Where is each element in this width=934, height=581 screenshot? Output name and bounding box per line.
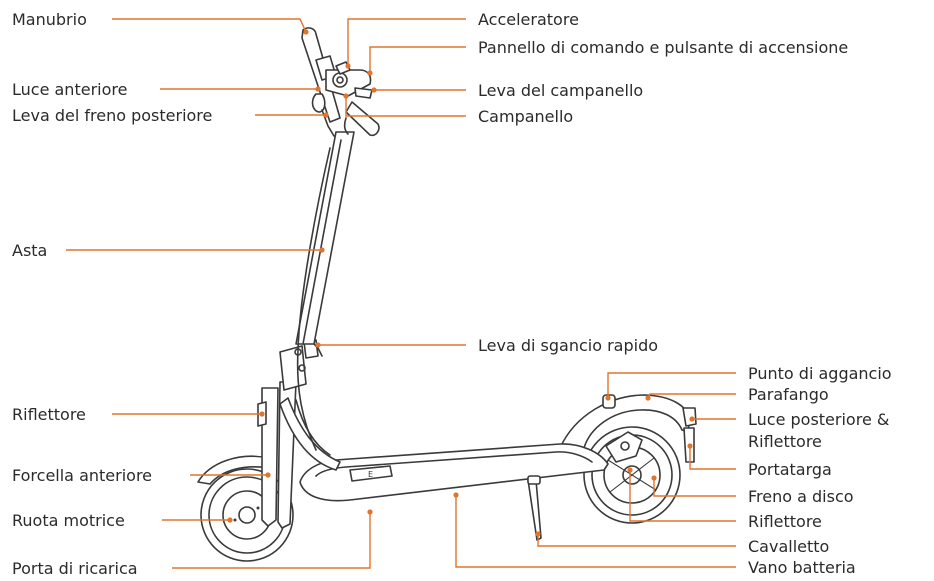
label-punto-aggancio: Punto di aggancio <box>748 364 892 383</box>
label-luce-posteriore-1: Luce posteriore & <box>748 410 889 429</box>
label-acceleratore: Acceleratore <box>478 10 579 29</box>
label-leva-freno-posteriore: Leva del freno posteriore <box>12 106 212 125</box>
disc-brake <box>605 431 643 463</box>
rear-light <box>682 407 697 427</box>
label-campanello: Campanello <box>478 107 573 126</box>
label-forcella-anteriore: Forcella anteriore <box>12 466 152 485</box>
deck: E <box>299 443 609 502</box>
label-parafango: Parafango <box>748 385 829 404</box>
rear-fender <box>559 394 697 463</box>
folding-collar <box>279 339 323 391</box>
neck <box>279 397 341 471</box>
leader-lines <box>66 18 736 569</box>
scooter-illustration: E <box>197 27 697 562</box>
handlebar-assembly <box>301 27 380 137</box>
label-leva-campanello: Leva del campanello <box>478 81 643 100</box>
kickstand <box>527 475 542 541</box>
label-portatarga: Portatarga <box>748 460 832 479</box>
label-cavalletto: Cavalletto <box>748 537 829 556</box>
label-luce-posteriore-2: Riflettore <box>748 432 822 451</box>
label-freno-disco: Freno a disco <box>748 487 854 506</box>
label-leva-sgancio: Leva di sgancio rapido <box>478 336 658 355</box>
label-ruota-motrice: Ruota motrice <box>12 511 125 530</box>
label-asta: Asta <box>12 241 47 260</box>
label-riflettore-anteriore: Riflettore <box>12 405 86 424</box>
label-luce-anteriore: Luce anteriore <box>12 80 127 99</box>
label-manubrio: Manubrio <box>12 10 87 29</box>
label-porta-ricarica: Porta di ricarica <box>12 559 138 578</box>
label-riflettore-posteriore: Riflettore <box>748 512 822 531</box>
svg-text:E: E <box>368 470 373 479</box>
labels: Manubrio Luce anteriore Leva del freno p… <box>12 10 892 578</box>
label-vano-batteria: Vano batteria <box>748 558 856 577</box>
label-pannello-comando: Pannello di comando e pulsante di accens… <box>478 38 848 57</box>
stem <box>295 131 355 345</box>
brake-cable <box>296 147 331 451</box>
